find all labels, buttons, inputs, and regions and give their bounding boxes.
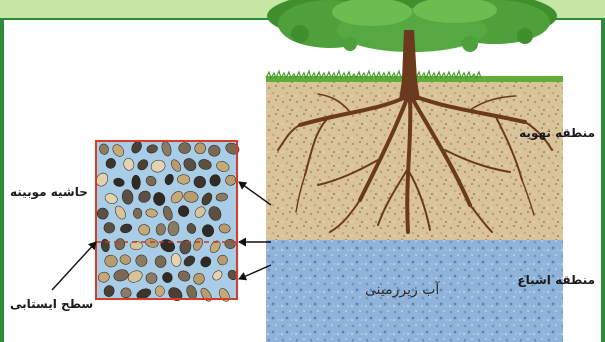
water-table-label: سطح ایستابی: [10, 296, 93, 312]
groundwater-label: آب زیرزمینی: [365, 281, 439, 300]
capillary-inset: [94, 140, 241, 304]
pebble: [133, 208, 142, 219]
pebble: [155, 286, 164, 297]
capillary-fringe-label: حاشیه موبینه: [10, 184, 88, 200]
pebble: [177, 174, 190, 184]
aeration-zone-label: منطقه تهویه: [549, 125, 595, 141]
arrow-icon: [52, 242, 96, 290]
saturation-zone-label: منطقه اشباع: [549, 272, 595, 288]
pebble: [132, 175, 141, 189]
